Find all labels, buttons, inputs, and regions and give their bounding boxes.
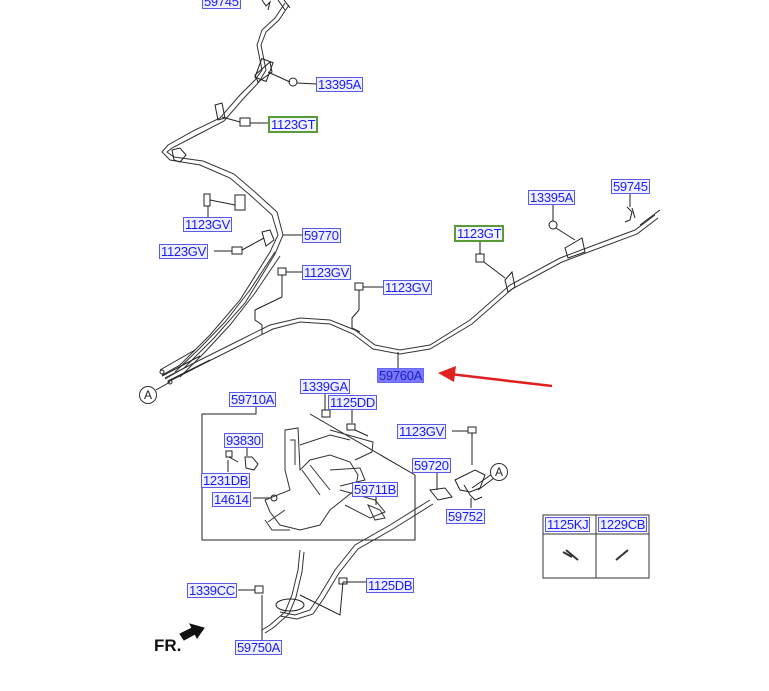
part-label-1229CB[interactable]: 1229CB <box>598 517 648 532</box>
part-label-59710A[interactable]: 59710A <box>229 392 277 407</box>
hardware-table <box>542 514 650 579</box>
part-label-14614[interactable]: 14614 <box>212 492 251 507</box>
cable-end-fittings-left <box>159 349 211 385</box>
part-label-93830[interactable]: 93830 <box>224 433 263 448</box>
bolt-1123GV-4 <box>351 282 383 333</box>
switch-93830 <box>225 448 259 472</box>
leader-a-right <box>471 473 493 489</box>
bolt-1123GT-top <box>214 102 268 127</box>
part-14614 <box>253 494 278 502</box>
part-label-1339GA[interactable]: 1339GA <box>300 379 350 394</box>
cable-59760A <box>164 214 659 383</box>
front-arrow-icon <box>179 623 205 641</box>
reference-marker-a-right: A <box>490 463 508 481</box>
cable-59770 <box>161 2 290 380</box>
bracket-59752 <box>452 426 495 508</box>
equalizer-59750A <box>238 577 366 640</box>
clip-left <box>171 147 246 218</box>
part-label-1123GT-right[interactable]: 1123GT <box>454 225 505 242</box>
part-label-59752[interactable]: 59752 <box>446 509 485 524</box>
part-label-1339CC[interactable]: 1339CC <box>187 583 237 598</box>
part-label-59720[interactable]: 59720 <box>412 458 451 473</box>
part-label-13395A-right[interactable]: 13395A <box>528 190 576 205</box>
part-label-1125KJ[interactable]: 1125KJ <box>545 517 591 532</box>
part-label-1123GV-1[interactable]: 1123GV <box>183 217 232 232</box>
leader-a-left <box>155 381 171 391</box>
clip-59720 <box>429 472 453 501</box>
part-label-59770[interactable]: 59770 <box>302 228 341 243</box>
part-label-1123GV-3[interactable]: 1123GV <box>302 265 351 280</box>
bolt-1123GV-3 <box>254 267 302 334</box>
part-label-59711B[interactable]: 59711B <box>352 482 399 497</box>
cable-lower <box>261 499 434 634</box>
pedal-assembly <box>264 427 386 531</box>
nut-1339GA <box>321 394 331 418</box>
part-label-1231DB[interactable]: 1231DB <box>201 473 251 488</box>
reference-marker-a-left: A <box>139 386 157 404</box>
bolt-1125DD <box>346 409 369 437</box>
part-label-1125DB[interactable]: 1125DB <box>366 578 415 593</box>
front-direction-label: FR. <box>154 636 182 655</box>
part-label-1123GV-5[interactable]: 1123GV <box>397 424 446 439</box>
part-label-59745-top[interactable]: 59745 <box>202 0 241 9</box>
part-label-1123GT-top[interactable]: 1123GT <box>268 116 319 133</box>
part-label-1123GV-2[interactable]: 1123GV <box>159 244 208 259</box>
bracket-top <box>254 61 318 87</box>
bolt-1123GV-2 <box>214 229 275 255</box>
part-label-59745-right[interactable]: 59745 <box>611 179 650 194</box>
part-label-1123GV-4[interactable]: 1123GV <box>383 280 432 295</box>
highlight-arrow <box>438 366 553 388</box>
part-label-1125DD[interactable]: 1125DD <box>328 395 377 410</box>
right-bracket <box>475 193 661 293</box>
part-label-59760A-highlighted[interactable]: 59760A <box>377 368 425 383</box>
part-label-59750A[interactable]: 59750A <box>235 640 283 655</box>
part-label-13395A-top[interactable]: 13395A <box>316 77 364 92</box>
cable-end-fitting-top <box>254 0 291 83</box>
